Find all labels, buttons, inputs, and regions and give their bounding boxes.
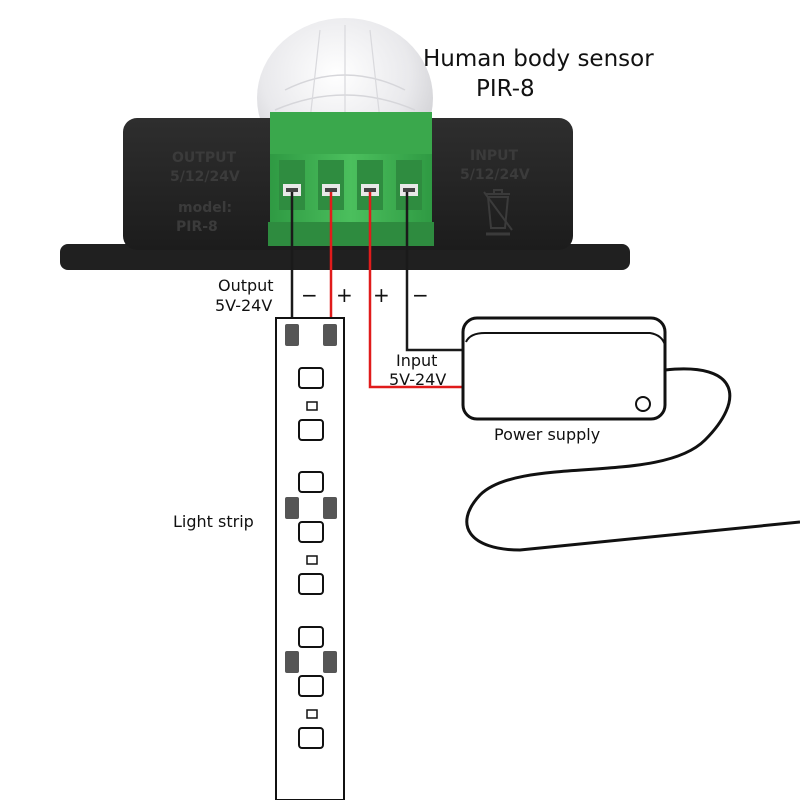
power-cable (465, 367, 800, 552)
resistor (306, 555, 318, 565)
strip-cut-pad (323, 497, 337, 519)
strip-cut-pad (285, 497, 299, 519)
wire-input-positive (368, 192, 466, 389)
led-chip (298, 471, 324, 493)
power-supply-indicator (635, 396, 651, 412)
resistor (306, 709, 318, 719)
led-chip (298, 626, 324, 648)
led-chip (298, 727, 324, 749)
polarity-input-positive: + (373, 283, 390, 307)
led-chip (298, 521, 324, 543)
device-output-voltage-marking: 5/12/24V (170, 169, 240, 185)
wires (290, 192, 466, 389)
wire-input-negative (405, 192, 466, 352)
device-output-marking: OUTPUT (172, 150, 236, 166)
sensor-title: Human body sensor (423, 46, 654, 72)
sensor-model: PIR-8 (476, 76, 535, 102)
device-input-marking: INPUT (470, 148, 519, 164)
strip-pad-negative (285, 324, 299, 346)
output-voltage-label: 5V-24V (215, 296, 273, 315)
input-voltage-label: 5V-24V (389, 370, 447, 389)
led-chip (298, 367, 324, 389)
polarity-output-negative: − (301, 283, 318, 307)
device-model-caption: model: (178, 200, 232, 216)
light-strip-label: Light strip (173, 512, 254, 531)
resistor (306, 401, 318, 411)
device-model-marking: PIR-8 (176, 219, 218, 235)
strip-cut-pad (323, 651, 337, 673)
strip-cut-pad (285, 651, 299, 673)
strip-pad-positive (323, 324, 337, 346)
terminal-screw-4 (396, 160, 422, 210)
light-strip (275, 317, 345, 800)
output-label: Output (218, 276, 274, 295)
terminal-block (268, 112, 434, 246)
polarity-output-positive: + (336, 283, 353, 307)
led-chip (298, 573, 324, 595)
led-chip (298, 675, 324, 697)
dustbin-icon (483, 189, 513, 236)
input-label: Input (396, 351, 438, 370)
led-chip (298, 419, 324, 441)
device-input-voltage-marking: 5/12/24V (460, 167, 530, 183)
power-supply (461, 316, 800, 552)
power-supply-label: Power supply (494, 425, 601, 444)
polarity-input-negative: − (412, 283, 429, 307)
